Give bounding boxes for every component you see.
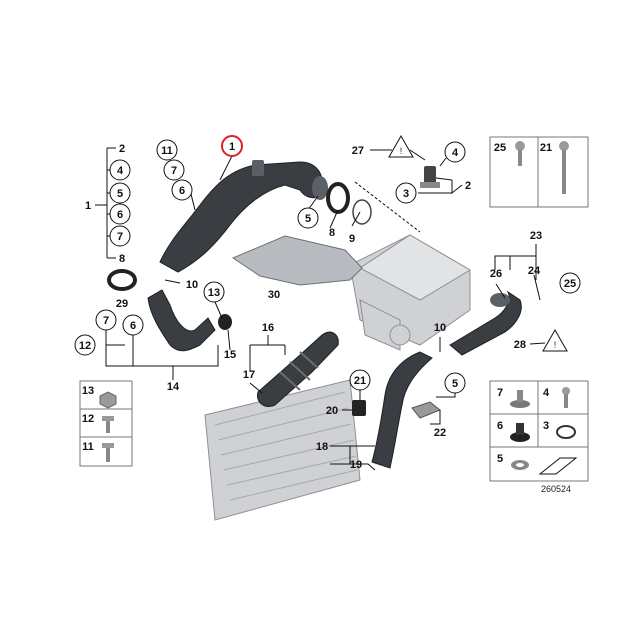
heat-shield-drawing: [231, 235, 363, 286]
grommet-icon: [510, 423, 530, 442]
bolt-icon: [102, 443, 114, 462]
callout-7-left: 7: [117, 231, 123, 243]
legend-right-row3-left: 5: [497, 453, 503, 465]
callout-6-lower: 6: [130, 320, 136, 332]
legend-right-row1-right: 4: [543, 387, 550, 399]
rubber-mount-icon: [510, 390, 530, 408]
charge-air-hose-16-drawing: [256, 331, 339, 407]
legend-right-row1-left: 7: [497, 387, 503, 399]
drawing-number: 260524: [541, 484, 571, 494]
callout-9: 9: [349, 233, 355, 245]
legend-left-row2: 12: [82, 413, 94, 425]
legend-top-left-number: 25: [494, 142, 506, 154]
callout-6-top: 6: [179, 185, 185, 197]
callout-5-right: 5: [452, 378, 458, 390]
callout-25-right: 25: [564, 278, 576, 290]
callout-2-left: 2: [119, 143, 125, 155]
svg-text:!: !: [400, 146, 403, 156]
legend-right-row2-right: 3: [543, 420, 549, 432]
seal-ring-29-drawing: [107, 269, 137, 291]
callout-7-lower: 7: [103, 315, 109, 327]
charge-air-pipe-1-drawing: [159, 160, 328, 273]
air-filter-housing-drawing: [349, 234, 471, 351]
callout-15: 15: [224, 349, 236, 361]
long-bolt-icon: [559, 141, 569, 194]
callout-24: 24: [528, 265, 541, 277]
callout-21-mid: 21: [354, 375, 366, 387]
callout-29: 29: [116, 298, 128, 310]
pressure-sensor-20-drawing: [352, 400, 366, 416]
callout-30: 30: [268, 289, 280, 301]
callout-11-top: 11: [161, 145, 173, 157]
callout-1-group: 1: [85, 200, 91, 212]
callout-8-left: 8: [119, 253, 125, 265]
callout-12-lower: 12: [79, 340, 91, 352]
callout-17: 17: [243, 369, 255, 381]
callouts: 1 2 4 5 6 7 8 1 11 7 6 5 8 9 27 ! 4 3: [74, 134, 581, 471]
seal-rings-drawing: [326, 182, 372, 225]
charge-air-hose-18-drawing: [371, 351, 433, 469]
svg-text:!: !: [554, 340, 557, 350]
callout-22: 22: [434, 427, 446, 439]
callout-26: 26: [490, 268, 502, 280]
callout-3-right: 3: [403, 188, 409, 200]
callout-19: 19: [350, 459, 362, 471]
callout-4-right: 4: [452, 147, 459, 159]
intercooler-drawing: [204, 379, 361, 521]
legend-top-right: 25 21: [489, 136, 589, 208]
callout-27: 27: [352, 145, 364, 157]
warning-triangle-icon: !: [388, 134, 414, 158]
callout-16: 16: [262, 322, 274, 334]
bracket-22-drawing: [411, 401, 441, 419]
callout-5-left: 5: [117, 188, 123, 200]
callout-28: 28: [514, 339, 526, 351]
callout-13-mid: 13: [208, 287, 220, 299]
legend-bottom-left: 13 12 11: [79, 380, 133, 467]
legend-bottom-right: 7 4 6 3 5: [489, 380, 589, 482]
screw-icon: [515, 141, 525, 166]
washer-icon: [511, 460, 529, 470]
callout-2-right: 2: [465, 180, 471, 192]
callout-1-highlighted: 1: [229, 141, 235, 153]
callout-23: 23: [530, 230, 542, 242]
callout-7-top: 7: [171, 165, 177, 177]
legend-top-right-number: 21: [540, 142, 552, 154]
callout-14: 14: [167, 381, 180, 393]
callout-18: 18: [316, 441, 328, 453]
sensor-4-drawing: [420, 166, 440, 188]
screw-icon-4: [562, 387, 570, 408]
callout-5-mid: 5: [305, 213, 311, 225]
callout-8-mid: 8: [329, 227, 335, 239]
nut-icon: [99, 391, 117, 409]
legend-left-row3: 11: [82, 441, 94, 453]
legend-right-row2-left: 6: [497, 420, 503, 432]
o-ring-icon: [556, 425, 576, 439]
callout-6-left: 6: [117, 209, 123, 221]
legend-left-row1: 13: [82, 385, 94, 397]
charge-air-hose-23-drawing: [449, 290, 522, 356]
callout-10-left: 10: [186, 279, 198, 291]
flange-bolt-icon: [102, 416, 114, 433]
warning-triangle-icon-28: !: [542, 328, 568, 352]
callout-20: 20: [326, 405, 338, 417]
callout-10-right: 10: [434, 322, 446, 334]
direction-arrow-icon: [538, 457, 578, 475]
callout-4-left: 4: [117, 165, 124, 177]
